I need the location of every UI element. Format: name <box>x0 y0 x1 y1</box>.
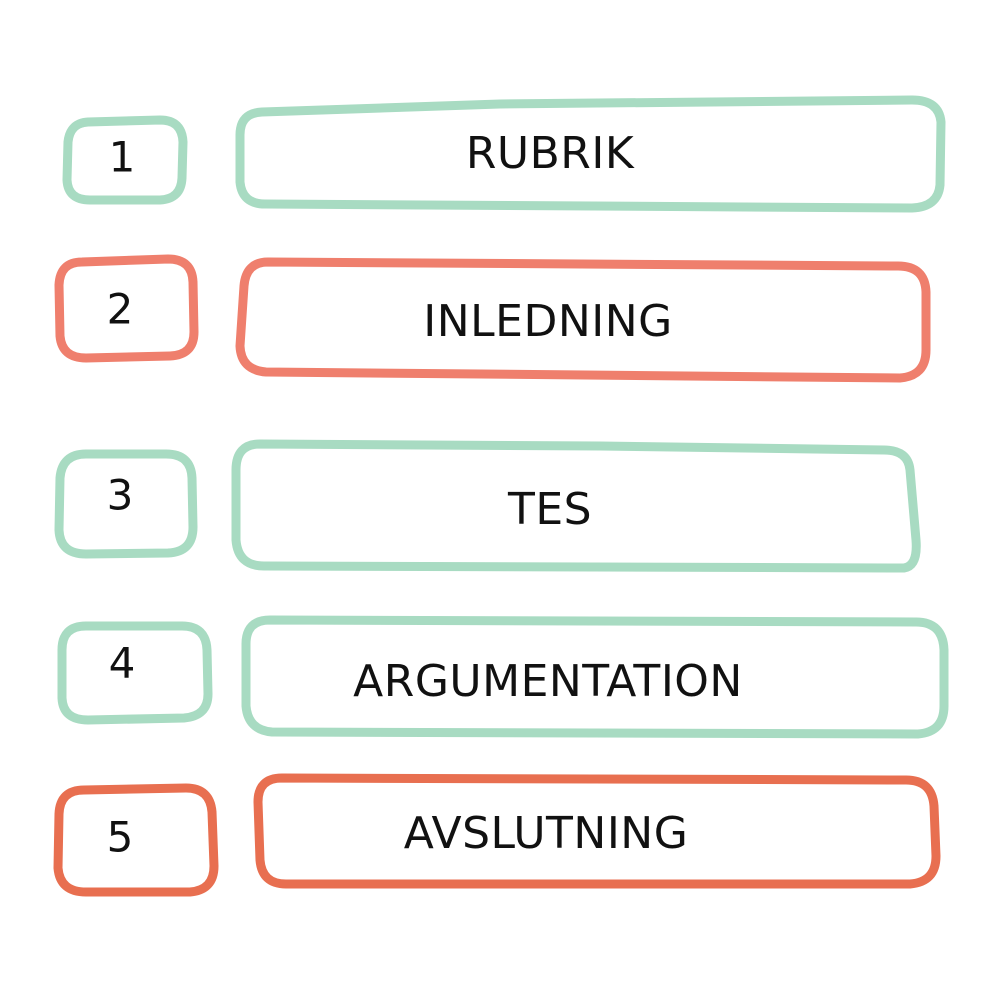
step-3-number: 3 <box>107 471 134 520</box>
step-4-label: ARGUMENTATION <box>353 656 743 707</box>
step-2-number: 2 <box>107 285 134 334</box>
step-4-number: 4 <box>109 639 136 688</box>
step-3-label: TES <box>507 484 592 535</box>
step-2-label: INLEDNING <box>423 296 673 347</box>
step-3: 3 TES <box>59 444 916 568</box>
step-1-number: 1 <box>109 133 136 182</box>
step-5: 5 AVSLUTNING <box>58 778 936 892</box>
step-5-number-box <box>58 788 214 892</box>
step-5-number: 5 <box>107 813 134 862</box>
step-5-label: AVSLUTNING <box>404 808 689 859</box>
step-4: 4 ARGUMENTATION <box>62 620 944 734</box>
step-2: 2 INLEDNING <box>59 259 926 378</box>
step-1-label: RUBRIK <box>466 128 635 179</box>
step-1: 1 RUBRIK <box>67 100 941 208</box>
